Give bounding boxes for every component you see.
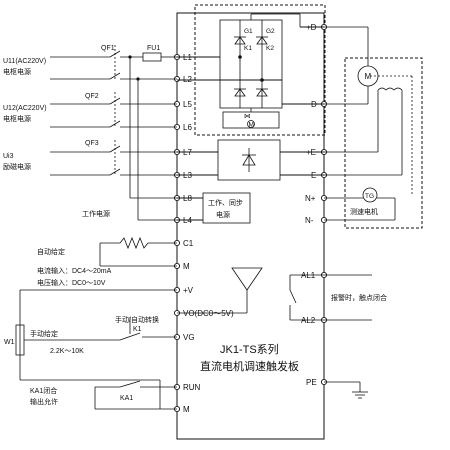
manual-auto-switch — [15, 289, 177, 410]
breaker-qf2 — [50, 92, 177, 128]
terminal-VO: VO(DC0～5V) — [183, 309, 234, 318]
alarm-label: 报警时，触点闭合 — [331, 293, 387, 302]
auto-setpoint-label: 自动给定 — [37, 247, 65, 256]
thyristor-bridge — [177, 13, 324, 129]
terminal-M1: M — [183, 262, 190, 271]
terminal-AL1: AL1 — [301, 271, 316, 280]
sync-power-module — [202, 192, 251, 224]
ground-symbol — [324, 381, 368, 399]
terminal-L6: L6 — [183, 123, 192, 132]
terminal-AL2: AL2 — [301, 316, 316, 325]
qf2-label: QF2 — [85, 93, 99, 100]
board-title-line1: JK1-TS系列 — [220, 342, 279, 356]
tach-label: 测速电机 — [350, 207, 378, 216]
terminal-RUN: RUN — [183, 383, 201, 392]
label-g2: G2 — [266, 28, 275, 35]
power-module-outline — [194, 4, 326, 136]
current-input-label: 电流输入：DC4～20mA — [37, 266, 112, 275]
breaker-qf3 — [50, 140, 177, 176]
fan-label: M — [249, 122, 254, 129]
u11-label-line1: U11(AC220V) — [3, 58, 46, 65]
tachogenerator — [324, 75, 413, 221]
fu1-label: FU1 — [147, 45, 160, 52]
ka1-contact-label: KA1 — [120, 395, 133, 402]
terminal-N-plus: N+ — [305, 194, 316, 203]
dc-motor — [324, 26, 403, 176]
qf3-label: QF3 — [85, 140, 99, 147]
ka1-contact — [94, 380, 177, 410]
fan-icon — [247, 120, 255, 128]
terminal-N-minus: N- — [305, 216, 314, 225]
ka1-label-line2: 输出允许 — [30, 397, 58, 406]
label-k2: K2 — [266, 45, 274, 52]
pot-range-label: 2.2K～10K — [50, 348, 84, 355]
work-power-label: 工作电源 — [82, 209, 110, 218]
u13-label-line2: 励磁电源 — [3, 162, 31, 171]
field-rectifier — [177, 139, 324, 181]
ka1-label-line1: KA1闭合 — [30, 386, 57, 395]
tg-symbol: TG — [365, 193, 374, 200]
board-title-line2: 直流电机调速触发板 — [200, 359, 299, 373]
fan-blade-icon: ⋈ — [244, 113, 251, 120]
motor-group-outline — [344, 57, 423, 229]
switch-label: 手动/自动转换 — [115, 315, 159, 324]
auto-setpoint-input — [99, 236, 177, 267]
voltage-input-label: 电压输入：DC0～10V — [37, 278, 106, 287]
u13-label-line1: Ui3 — [3, 153, 14, 160]
k1-label: K1 — [133, 326, 142, 333]
alarm-contact — [289, 274, 372, 321]
pot-label: W1 — [4, 339, 15, 346]
breaker-qf1 — [50, 45, 177, 80]
terminal-L5: L5 — [183, 100, 192, 109]
sync-label-line2: 电源 — [216, 210, 230, 219]
manual-setpoint-label: 手动给定 — [30, 329, 58, 338]
terminal-PE: PE — [306, 378, 317, 387]
qf1-label: QF1 — [101, 45, 115, 52]
u11-label-line2: 电枢电源 — [3, 67, 31, 76]
u12-label-line2: 电枢电源 — [3, 114, 31, 123]
board-outline — [176, 12, 325, 440]
label-k1: K1 — [244, 45, 252, 52]
terminal-M2: M — [183, 405, 190, 414]
terminal-VG: VG — [183, 333, 195, 342]
motor-symbol: M — [365, 72, 372, 81]
u12-label-line1: U12(AC220V) — [3, 105, 47, 112]
amplifier-symbol — [231, 267, 263, 291]
terminal-C1: C1 — [183, 239, 194, 248]
label-g1: G1 — [244, 28, 253, 35]
terminal-V: +V — [183, 286, 194, 295]
sync-label-line1: 工作、同步 — [208, 198, 243, 207]
